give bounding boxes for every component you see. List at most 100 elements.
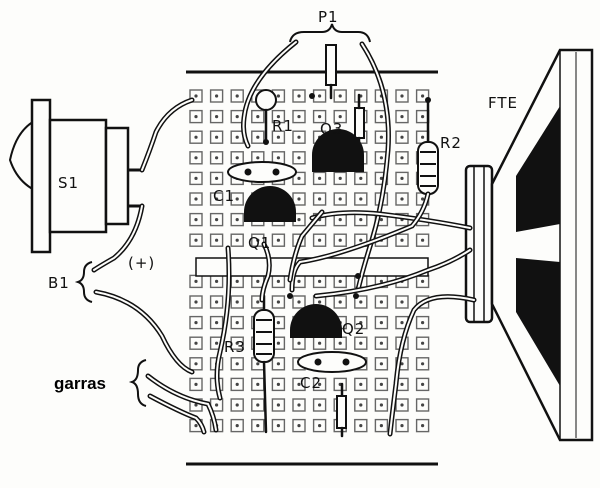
- board-hole: [256, 424, 260, 428]
- label-c2: C2: [300, 374, 322, 392]
- p1-body: [325, 44, 337, 86]
- board-hole: [194, 279, 198, 283]
- wire-left-mid-core: [216, 247, 230, 399]
- board-hole: [194, 341, 198, 345]
- board-hole: [338, 197, 342, 201]
- board-hole: [235, 321, 239, 325]
- board-hole: [256, 362, 260, 366]
- board-hole: [215, 321, 219, 325]
- board-hole: [297, 135, 301, 139]
- board-hole: [318, 238, 322, 242]
- board-hole: [421, 135, 425, 139]
- label-c1: C1: [213, 187, 235, 205]
- board-hole: [297, 279, 301, 283]
- wire-p1-left-core: [242, 41, 297, 147]
- board-hole: [297, 115, 301, 119]
- board-hole: [318, 382, 322, 386]
- board-hole: [400, 156, 404, 160]
- board-hole: [215, 135, 219, 139]
- board-hole: [276, 362, 280, 366]
- label-r1: R1: [272, 117, 294, 135]
- wire-p1-right-core: [357, 43, 390, 291]
- p1-brace: [289, 23, 371, 43]
- resistor-r2: [417, 98, 439, 195]
- board-hole: [297, 94, 301, 98]
- wire-speaker-in-core: [315, 249, 471, 297]
- board-hole: [215, 218, 219, 222]
- board-hole: [379, 156, 383, 160]
- board-hole: [276, 341, 280, 345]
- board-hole: [359, 176, 363, 180]
- resistor-bottom: [336, 382, 347, 438]
- board-hole: [194, 321, 198, 325]
- board-hole: [215, 176, 219, 180]
- board-hole: [359, 300, 363, 304]
- board-hole: [215, 403, 219, 407]
- board-hole: [400, 362, 404, 366]
- board-hole: [400, 300, 404, 304]
- board-hole: [215, 94, 219, 98]
- label-fte: FTE: [488, 94, 518, 112]
- board-hole: [235, 135, 239, 139]
- potentiometer-p1: [289, 23, 371, 100]
- board-hole: [194, 238, 198, 242]
- board-hole: [276, 135, 280, 139]
- board-hole: [421, 197, 425, 201]
- board-hole: [276, 94, 280, 98]
- board-hole: [359, 403, 363, 407]
- board-hole: [400, 197, 404, 201]
- board-hole: [276, 238, 280, 242]
- board-hole: [256, 115, 260, 119]
- wire-q1-r2-core: [311, 211, 471, 229]
- board-hole: [215, 238, 219, 242]
- board-hole: [318, 300, 322, 304]
- board-hole: [318, 197, 322, 201]
- board-hole: [215, 197, 219, 201]
- board-hole: [421, 94, 425, 98]
- board-hole: [421, 279, 425, 283]
- board-hole: [379, 362, 383, 366]
- board-hole: [421, 115, 425, 119]
- board-hole: [235, 156, 239, 160]
- board-hole: [235, 279, 239, 283]
- board-hole: [379, 279, 383, 283]
- board-hole: [421, 341, 425, 345]
- board-hole: [215, 156, 219, 160]
- board-hole: [194, 156, 198, 160]
- board-hole: [400, 424, 404, 428]
- board-hole: [400, 115, 404, 119]
- board-hole: [276, 279, 280, 283]
- board-hole: [297, 218, 301, 222]
- board-hole: [194, 135, 198, 139]
- board-hole: [318, 176, 322, 180]
- board-hole: [297, 176, 301, 180]
- board-hole: [338, 115, 342, 119]
- board-hole: [276, 321, 280, 325]
- resistor-r1: [255, 89, 277, 144]
- board-hole: [421, 362, 425, 366]
- wire-b1-plus-core: [95, 291, 193, 373]
- board-hole: [256, 279, 260, 283]
- board-hole: [338, 176, 342, 180]
- board-hole: [421, 424, 425, 428]
- label-s1: S1: [58, 174, 79, 192]
- board-hole: [194, 218, 198, 222]
- board-hole: [235, 341, 239, 345]
- board-hole: [215, 279, 219, 283]
- board-hole: [256, 300, 260, 304]
- board-hole: [256, 156, 260, 160]
- wire-s1-top-core: [141, 99, 193, 171]
- board-hole: [297, 382, 301, 386]
- r1-body: [255, 89, 277, 111]
- board-hole: [338, 300, 342, 304]
- garras-brace: [128, 359, 147, 407]
- transistor-q1: [244, 186, 296, 222]
- wire-r2-down-core: [291, 193, 429, 291]
- wires: [91, 39, 477, 437]
- board-hole: [194, 115, 198, 119]
- board-hole: [318, 115, 322, 119]
- board-hole: [297, 156, 301, 160]
- board-hole: [359, 341, 363, 345]
- board-hole: [256, 135, 260, 139]
- board-hole: [379, 176, 383, 180]
